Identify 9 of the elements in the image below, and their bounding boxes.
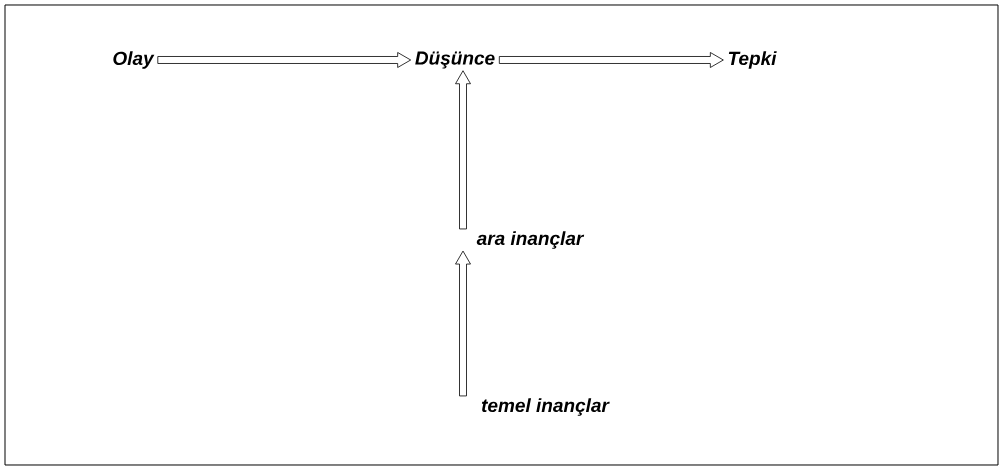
label-text: ara inançlar (476, 231, 585, 249)
hollow-arrow (157, 52, 412, 68)
hollow-arrow (455, 250, 471, 397)
hollow-arrow (455, 70, 471, 230)
label-text: Olay (113, 51, 155, 69)
label-text: temel inançlar (481, 398, 610, 416)
hollow-arrow (498, 52, 724, 68)
label-text: Düşünce (415, 51, 495, 69)
label-text: Tepki (728, 51, 777, 69)
